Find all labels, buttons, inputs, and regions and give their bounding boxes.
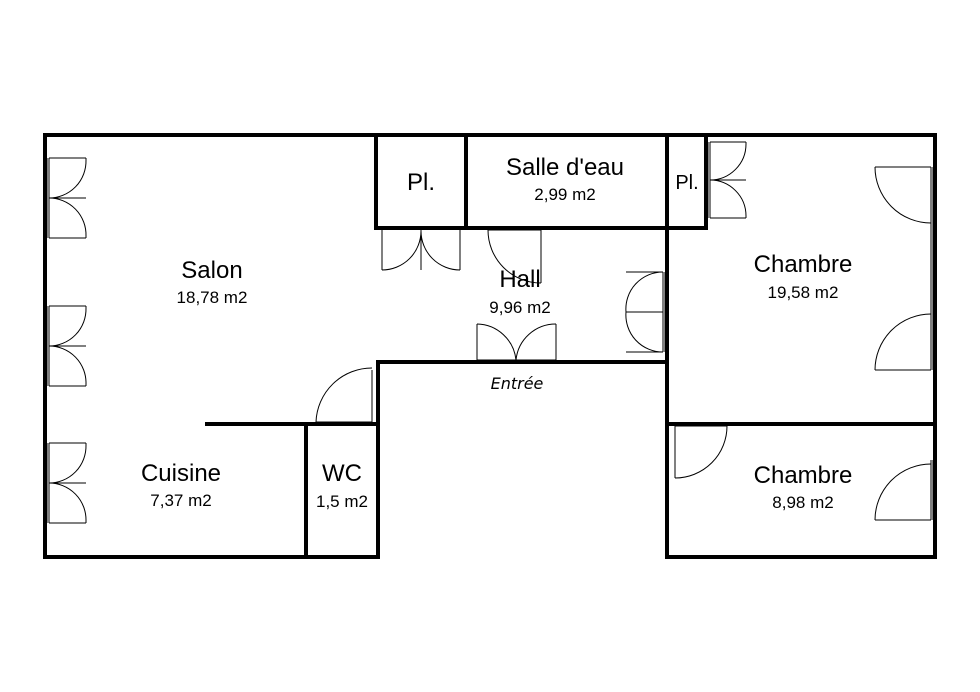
room-area-hall: 9,96 m2 <box>489 298 550 317</box>
room-name-cuisine: Cuisine <box>141 460 221 487</box>
room-labels: Salon 18,78 m2 Pl. Salle d'eau 2,99 m2 P… <box>141 154 852 512</box>
room-name-chambre-small: Chambre <box>754 462 853 489</box>
room-name-placard-right: Pl. <box>675 172 698 194</box>
room-area-salon: 18,78 m2 <box>177 288 248 307</box>
window-chambre-large[interactable] <box>874 166 934 371</box>
window-cuisine[interactable] <box>46 442 87 524</box>
room-area-cuisine: 7,37 m2 <box>150 491 211 510</box>
entrance-label: Entrée <box>491 374 544 393</box>
walls <box>43 133 937 559</box>
room-area-chambre-large: 19,58 m2 <box>768 283 839 302</box>
window-salon-bottom[interactable] <box>46 305 87 387</box>
room-name-placard-left: Pl. <box>407 169 435 196</box>
door-chambre-large[interactable] <box>625 271 666 353</box>
door-entree[interactable] <box>476 323 557 361</box>
room-name-wc: WC <box>322 460 362 487</box>
doors <box>315 141 747 479</box>
door-placard-right[interactable] <box>707 141 747 219</box>
window-chambre-small[interactable] <box>874 460 934 521</box>
door-chambre-small[interactable] <box>674 425 728 479</box>
room-area-chambre-small: 8,98 m2 <box>772 493 833 512</box>
window-salon-top[interactable] <box>46 157 87 239</box>
room-name-salon: Salon <box>181 257 242 284</box>
room-name-salle-deau: Salle d'eau <box>506 154 624 181</box>
room-area-salle-deau: 2,99 m2 <box>534 185 595 204</box>
room-name-chambre-large: Chambre <box>754 251 853 278</box>
door-wc[interactable] <box>315 367 373 423</box>
door-placard-left[interactable] <box>381 230 461 271</box>
windows-left <box>46 157 87 524</box>
room-area-wc: 1,5 m2 <box>316 492 368 511</box>
room-name-hall: Hall <box>499 266 540 293</box>
windows-right <box>874 166 934 521</box>
door-salle-deau[interactable] <box>487 229 542 284</box>
